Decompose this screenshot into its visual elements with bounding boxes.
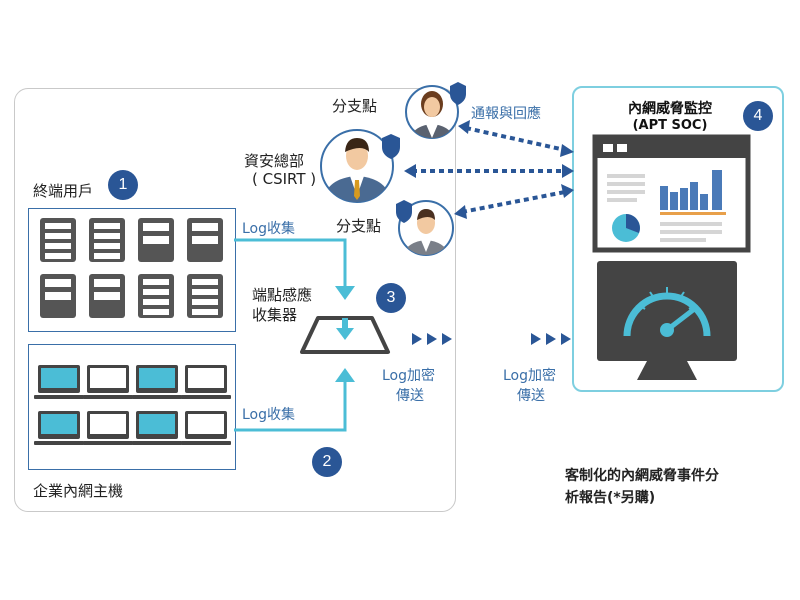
- log-collect-bottom-label: Log收集: [242, 407, 296, 423]
- arrow-head-up: [335, 368, 355, 382]
- soc-gauge-monitor: [597, 261, 737, 380]
- transmit-right-label: 傳送: [517, 388, 545, 404]
- report-note-line2: 析報告(*另購): [565, 490, 656, 506]
- log-encrypt-left-label: Log加密: [382, 368, 436, 384]
- collector-label-line1: 端點感應: [252, 286, 313, 304]
- log-collect-top-label: Log收集: [242, 221, 296, 237]
- transmit-chevrons-left: [412, 333, 452, 345]
- report-response-arrows: [412, 126, 566, 214]
- soc-subtitle: (APT SOC): [632, 118, 708, 133]
- person-branch-bottom: [396, 200, 454, 256]
- transmit-left-label: 傳送: [396, 388, 424, 404]
- branch-bottom-label: 分支點: [336, 217, 382, 235]
- step-badge-1: 1: [108, 170, 138, 200]
- report-note-line1: 客制化的內網威脅事件分: [565, 468, 719, 484]
- host-monitors: [34, 365, 231, 445]
- arrow-head-down: [335, 286, 355, 300]
- transmit-chevrons-right: [531, 333, 571, 345]
- collector-tray-icon: [300, 316, 390, 354]
- step-badge-3: 3: [376, 283, 406, 313]
- hq-label-line1: 資安總部: [244, 152, 305, 170]
- hq-label-line2: ( CSIRT ): [252, 170, 317, 188]
- enterprise-network-area: [14, 88, 456, 512]
- person-branch-top: [405, 82, 466, 139]
- endpoint-users-label: 終端用戶: [33, 182, 94, 200]
- server-grid: [40, 218, 223, 318]
- collector-label-line2: 收集器: [252, 306, 298, 324]
- log-collect-arrows: [234, 238, 347, 432]
- soc-title: 內網威脅監控: [628, 101, 712, 117]
- branch-top-label: 分支點: [332, 97, 378, 115]
- hosts-label: 企業內網主機: [33, 482, 124, 500]
- log-encrypt-right-label: Log加密: [503, 368, 557, 384]
- step-badge-2: 2: [312, 447, 342, 477]
- step-badge-4: 4: [743, 101, 773, 131]
- report-response-label: 通報與回應: [471, 106, 541, 122]
- soc-dashboard-window: [592, 134, 751, 253]
- person-csirt-hq: [320, 129, 400, 203]
